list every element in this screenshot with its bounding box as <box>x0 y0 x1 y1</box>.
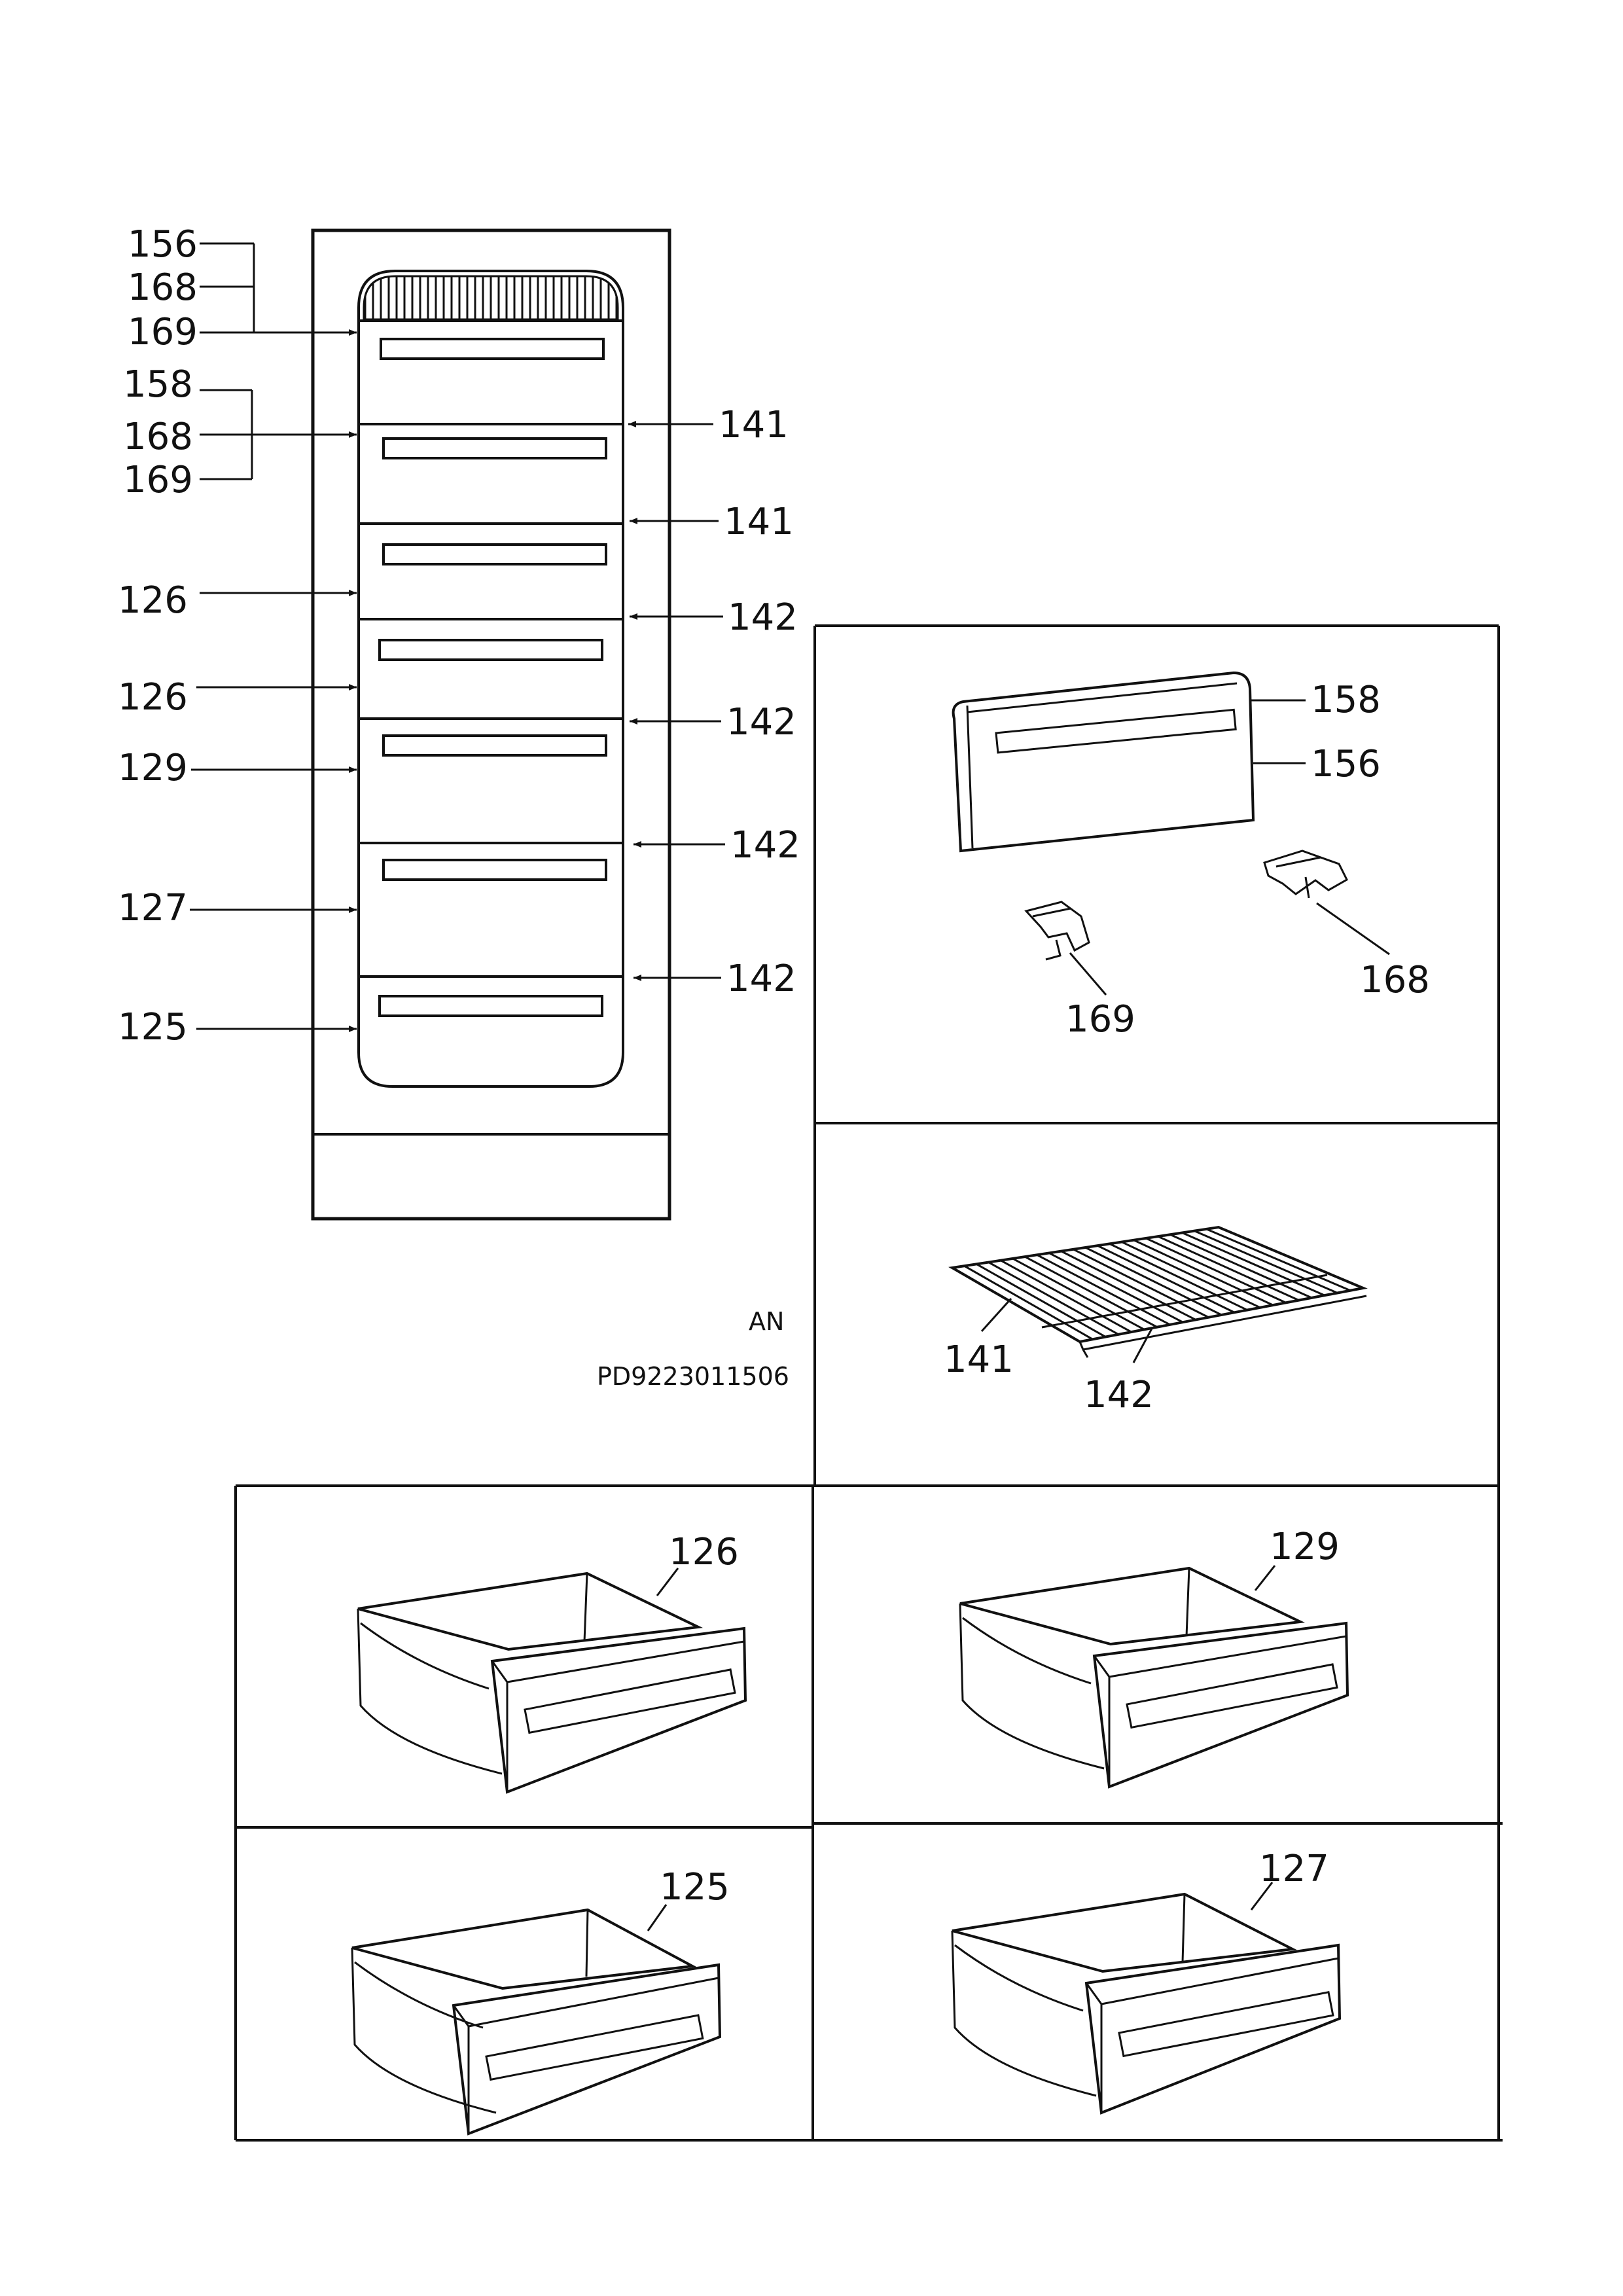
cabinet-outline <box>311 228 671 1221</box>
inner-liner <box>357 270 624 1088</box>
drawing-code: AN <box>749 1307 784 1336</box>
clip-169-part <box>1024 901 1090 961</box>
drawer-label-126: 126 <box>669 1531 739 1573</box>
label-129: 129 <box>118 747 188 789</box>
label-141-upper: 141 <box>719 404 789 446</box>
top-vent-grille <box>363 275 619 321</box>
clip-label-168: 168 <box>1360 959 1430 1001</box>
handle-slot-4 <box>378 639 603 661</box>
shelf-wire-rod <box>1097 1244 1235 1314</box>
drawer-125-part <box>351 1908 722 2136</box>
drawer-front-part <box>952 671 1255 853</box>
shelf-wire-rod <box>963 1265 1094 1340</box>
panel-drawer-126: 126 <box>357 1531 747 1794</box>
panel-wire-shelf: 141 142 <box>944 1225 1368 1416</box>
shelf-wire-rod <box>1133 1239 1274 1306</box>
shelf-wire-rod <box>1000 1259 1132 1333</box>
left-callouts: 156 168 169 158 168 169 126 126 129 127 … <box>118 223 357 1049</box>
front-label-158: 158 <box>1311 679 1381 721</box>
shelf-wire-rod <box>1084 1246 1222 1316</box>
label-142-2: 142 <box>726 701 796 744</box>
handle-slot-5 <box>382 734 607 757</box>
clip-168-part <box>1263 850 1348 899</box>
shelf-wire-rod <box>988 1261 1119 1336</box>
label-156: 156 <box>128 223 198 266</box>
shelf-label-141: 141 <box>944 1338 1014 1381</box>
drawer-129-part <box>959 1566 1349 1789</box>
label-169-mid: 169 <box>123 459 193 501</box>
panel-drawer-front: 158 156 169 168 <box>952 671 1430 1041</box>
label-126-upper: 126 <box>118 579 188 622</box>
right-callouts: 141 141 142 142 142 142 <box>628 404 800 1000</box>
clip-label-169: 169 <box>1065 998 1135 1041</box>
drawer-label-127: 127 <box>1259 1848 1329 1890</box>
handle-slot-3 <box>382 543 607 565</box>
shelf-wire-rod <box>1048 1252 1184 1323</box>
shelf-wire-rod <box>1109 1243 1248 1311</box>
shelf-wire-rod <box>1181 1232 1325 1297</box>
shelf-label-142: 142 <box>1084 1374 1154 1416</box>
label-168-mid: 168 <box>123 416 193 458</box>
label-169-top: 169 <box>128 311 198 353</box>
shelf-wire-rod <box>1121 1241 1261 1309</box>
panel-drawer-125: 125 <box>351 1866 730 2136</box>
label-125: 125 <box>118 1006 188 1049</box>
label-158: 158 <box>123 363 193 406</box>
handle-slot-6 <box>382 859 607 881</box>
handle-slot-7 <box>378 995 603 1017</box>
shelf-wire-rod <box>1024 1255 1158 1328</box>
panel-frames <box>234 624 1503 2142</box>
label-142-3: 142 <box>730 824 800 867</box>
shelf-wire-rod <box>1157 1235 1300 1302</box>
panel-drawer-129: 129 <box>959 1526 1349 1789</box>
label-142-4: 142 <box>726 958 796 1000</box>
shelf-wire-rod <box>1073 1248 1209 1319</box>
document-number: PD9223011506 <box>597 1362 789 1391</box>
panel-drawer-127: 127 <box>951 1848 1342 2115</box>
shelf-wire-rod <box>1205 1228 1351 1292</box>
shelf-wire-rod <box>976 1263 1107 1338</box>
drawer-126-part <box>357 1571 747 1794</box>
label-141-lower: 141 <box>724 501 794 543</box>
drawer-label-125: 125 <box>660 1866 730 1909</box>
label-126-lower: 126 <box>118 676 188 719</box>
label-168-top: 168 <box>128 266 198 309</box>
label-127: 127 <box>118 887 188 929</box>
wire-shelf-part <box>948 1225 1368 1358</box>
shelf-wire-rod <box>1012 1257 1145 1331</box>
shelf-wire-rod <box>1169 1233 1312 1299</box>
shelf-wire-rod <box>1145 1237 1287 1304</box>
label-142-1: 142 <box>728 596 798 639</box>
handle-slot-1 <box>380 338 605 360</box>
handle-slot-2 <box>382 437 607 459</box>
shelf-wire-rod <box>1194 1230 1338 1294</box>
drawer-label-129: 129 <box>1270 1526 1340 1568</box>
shelf-wire-rod <box>1036 1253 1171 1326</box>
shelf-wire-rod <box>1060 1250 1196 1321</box>
freezer-cabinet <box>311 228 671 1221</box>
front-label-156: 156 <box>1311 743 1381 785</box>
drawer-127-part <box>951 1892 1342 2115</box>
